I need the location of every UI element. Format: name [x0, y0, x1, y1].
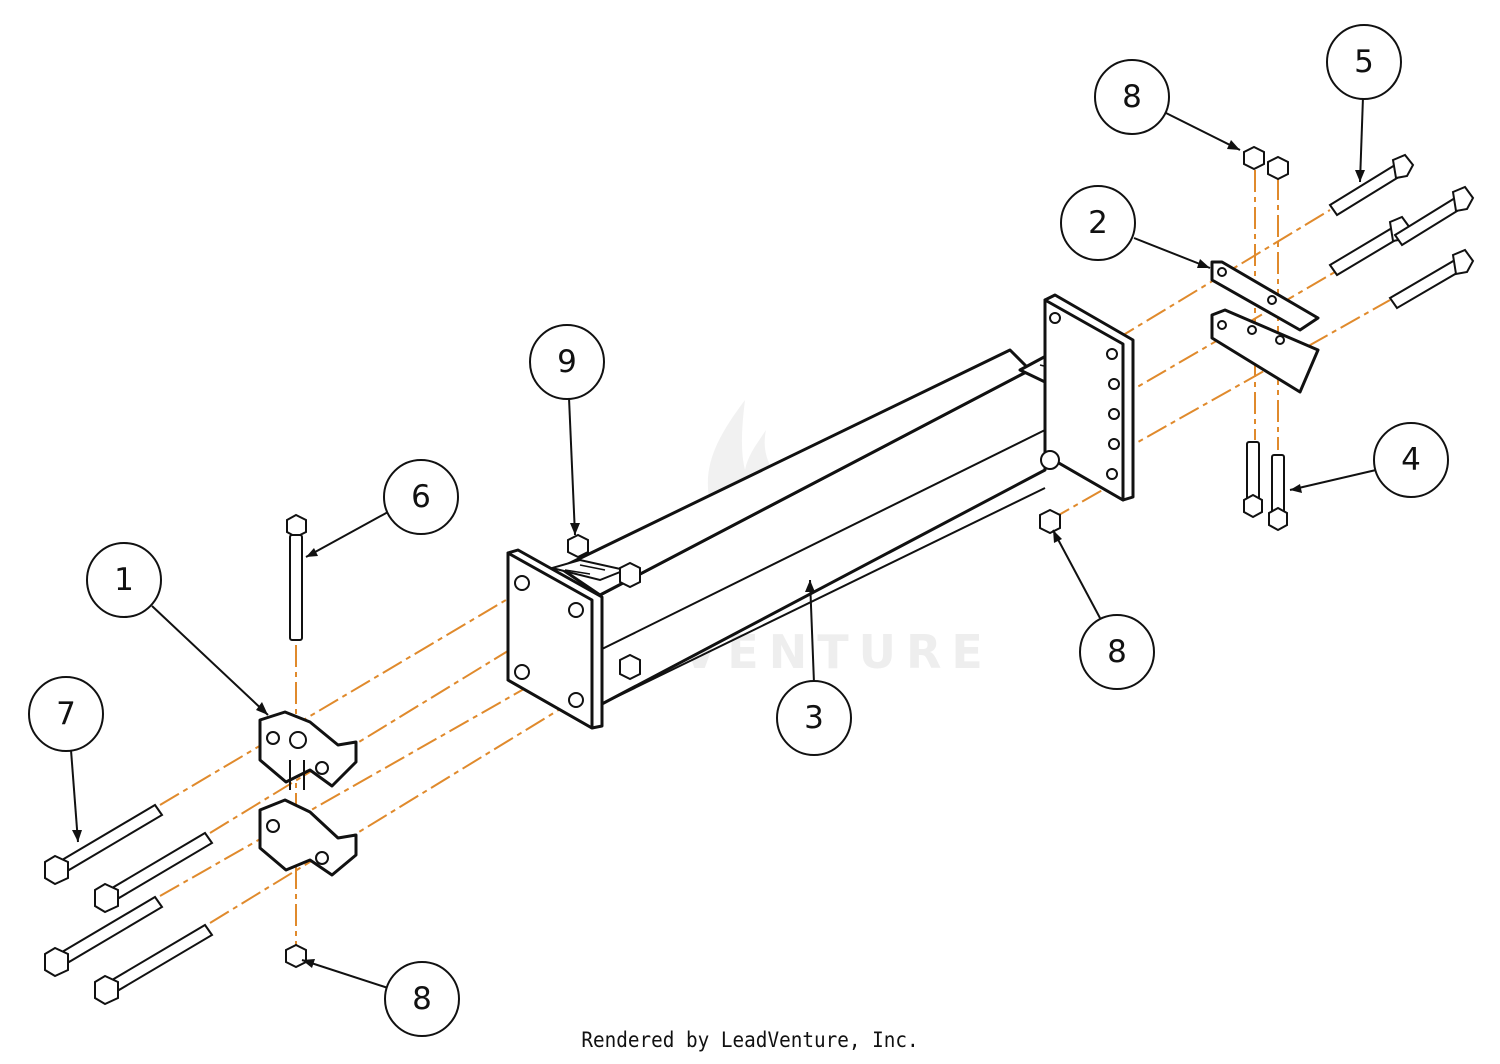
- callout-6: 6: [383, 459, 459, 535]
- callout-4: 4: [1373, 422, 1449, 498]
- front-clamp-brackets: [258, 710, 358, 877]
- callout-label: 3: [804, 700, 824, 736]
- front-nuts: [567, 508, 1061, 681]
- callout-8-top: 8: [1094, 59, 1170, 135]
- callout-label: 1: [114, 562, 134, 598]
- rear-long-bolts-5: [1328, 153, 1475, 310]
- callout-label: 9: [557, 344, 577, 380]
- callout-9: 9: [529, 324, 605, 400]
- callout-label: 4: [1401, 442, 1421, 478]
- callout-label: 8: [1107, 634, 1127, 670]
- callout-8-middle: 8: [1079, 614, 1155, 690]
- callout-label: 2: [1088, 205, 1108, 241]
- callout-7: 7: [28, 676, 104, 752]
- vertical-bolt-6: [286, 513, 307, 641]
- front-flange-plate: [506, 548, 629, 730]
- footer-credit: Rendered by LeadVenture, Inc.: [581, 1028, 919, 1052]
- callout-2: 2: [1060, 185, 1136, 261]
- callout-label: 5: [1354, 44, 1374, 80]
- rear-flange-plate: [1040, 293, 1135, 502]
- callout-8-bottom: 8: [384, 961, 460, 1037]
- callout-label: 7: [56, 696, 76, 732]
- rear-short-bolts-4: [1243, 441, 1288, 532]
- rear-angle-brackets: [1210, 260, 1320, 394]
- callout-label: 8: [412, 981, 432, 1017]
- callout-label: 6: [411, 479, 431, 515]
- callout-1: 1: [86, 542, 162, 618]
- callout-3: 3: [776, 680, 852, 756]
- leader-lines: [70, 96, 1377, 989]
- rear-top-nuts: [1243, 145, 1289, 181]
- callout-5: 5: [1326, 24, 1402, 100]
- front-long-bolts-7: [44, 803, 214, 1006]
- bottom-nut: [285, 943, 307, 969]
- callout-label: 8: [1122, 79, 1142, 115]
